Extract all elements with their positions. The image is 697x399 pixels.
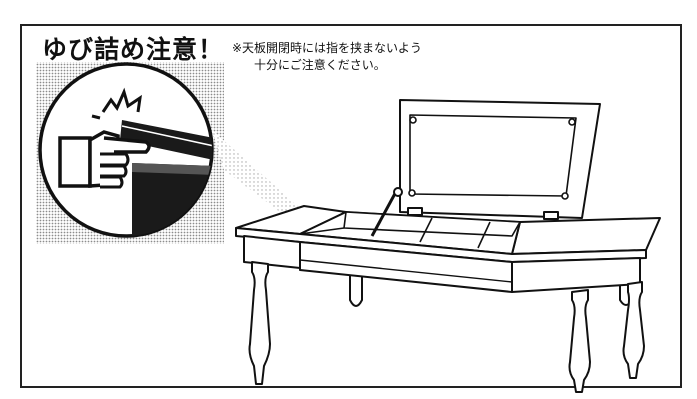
warning-note-line2: 十分にご注意ください。 <box>254 58 386 72</box>
front-right-leg <box>568 289 591 393</box>
hinge-right <box>543 211 559 220</box>
back-left-leg <box>349 273 363 307</box>
lid-stay-pivot <box>393 187 403 197</box>
finger-pinch-warning-icon <box>36 62 312 244</box>
front-left-leg <box>248 261 271 385</box>
warning-frame <box>20 24 682 388</box>
warning-note-line1: ※天板開閉時には指を挟まないよう <box>232 41 422 55</box>
warning-note: ※天板開閉時には指を挟まないよう 十分にご注意ください。 <box>232 40 492 74</box>
table-lid <box>399 99 601 219</box>
lift-top-table-illustration <box>235 99 661 393</box>
impact-burst <box>91 87 142 120</box>
lid-stay <box>370 187 400 237</box>
magnifier-cone <box>212 130 312 236</box>
side-right-leg <box>622 281 645 379</box>
hinge-left <box>407 207 423 216</box>
table-top-right <box>511 217 661 255</box>
hand-cuff <box>58 136 92 188</box>
warning-title: ゆび詰め注意！ <box>42 35 225 64</box>
